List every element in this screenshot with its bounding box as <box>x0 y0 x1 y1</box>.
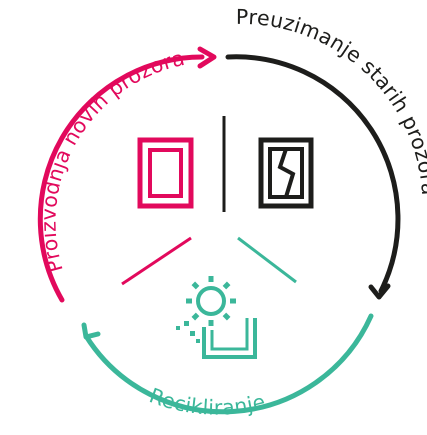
arrow-production-to-collection <box>37 46 217 303</box>
step-label-collection: Preuzimanje starih prozora <box>236 5 427 196</box>
arrow-recycling-to-production <box>81 313 374 415</box>
window-icon <box>137 137 194 209</box>
gear-recycling-icon <box>176 276 257 359</box>
arrow-collection-to-recycling <box>225 54 401 300</box>
divider-left <box>121 236 192 286</box>
broken-window-icon <box>258 137 314 209</box>
divider-right <box>237 236 297 284</box>
step-label-recycling: Recikliranje <box>146 383 268 419</box>
step-label-production: Proizvodnja novih prozora <box>36 46 187 275</box>
